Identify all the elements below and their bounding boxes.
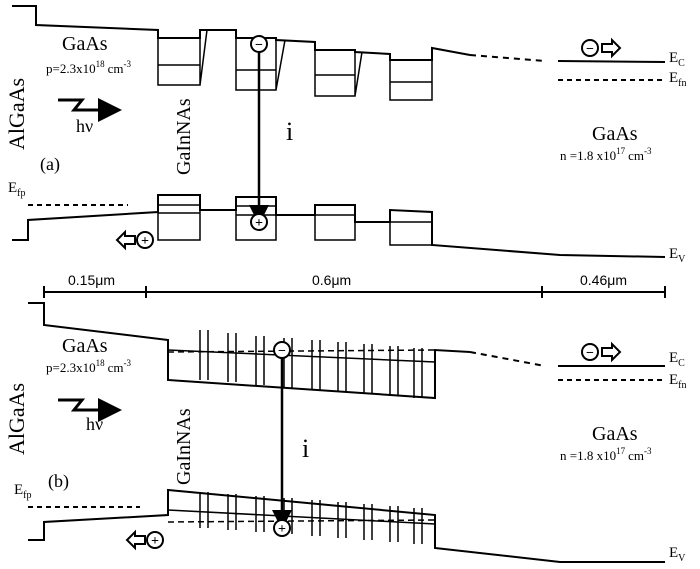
panel-b-hv-label: hν — [86, 414, 103, 434]
panel-b-electron-right — [581, 343, 599, 361]
panel-a-cb-levels — [158, 64, 432, 83]
panel-a-conduction-band — [12, 5, 471, 61]
panel-a-efp-label: Efp — [8, 180, 26, 199]
panel-b-cb-comb — [167, 330, 436, 398]
panel-b-ec-label: EC — [669, 350, 685, 369]
panel-b-hole-well — [273, 519, 291, 537]
panel-a-ec-label: EC — [669, 50, 685, 69]
panel-b-ev-label: EV — [669, 545, 686, 564]
panel-a-ev-label: EV — [669, 246, 686, 265]
panel-b-conduction-band — [28, 302, 471, 400]
panel-b-vb-comb — [167, 492, 436, 544]
panel-a-efn-label: Efn — [669, 70, 687, 89]
panel-a-hole-well — [250, 213, 268, 231]
panel-b-efp-label: Efp — [14, 482, 32, 501]
panel-b-cb-dashed — [469, 351, 546, 367]
panel-a-photon-arrow — [58, 98, 122, 122]
panel-a-electron-well — [250, 35, 268, 53]
panel-b-valence-band — [28, 488, 665, 563]
panel-a-electron-arrow — [601, 37, 622, 59]
panel-b-algaas-label: AlGaAs — [4, 383, 29, 455]
panel-b-tag: (b) — [48, 471, 69, 492]
panel-a-cb-wells — [157, 29, 433, 101]
panel-b-electron-well — [273, 341, 291, 359]
panel-b-hole-left-sign: + — [151, 534, 159, 549]
panel-a-carriers — [115, 35, 622, 251]
panel-b-i-label: i — [302, 434, 309, 463]
panel-a-electron-sign: − — [255, 38, 263, 53]
panel-a-hole-sign: + — [255, 216, 263, 231]
panel-a-electron-right-sign: − — [586, 42, 594, 57]
panel-b-carriers — [125, 341, 622, 551]
panel-b-vb-dashed-level — [167, 519, 436, 523]
panel-a-gaas-p-label: GaAs — [62, 33, 108, 55]
panel-b-photon-arrow — [58, 398, 122, 422]
panel-b-electron-right-sign: − — [586, 346, 594, 361]
panel-a-hole-arrow — [115, 229, 136, 251]
carrier-signs: − + − + − + − + — [141, 38, 594, 549]
panel-b-efn-label: Efn — [669, 372, 687, 391]
panel-b-hole-arrow — [125, 529, 146, 551]
panel-a-hv-label: hν — [76, 116, 93, 136]
panel-a-cb-right — [557, 60, 666, 63]
panel-a-tag: (a) — [40, 154, 60, 175]
dimension-label-1: 0.15μm — [68, 272, 115, 288]
dimension-bar — [43, 286, 666, 298]
dimension-label-2: 0.6μm — [312, 272, 351, 288]
panel-a-electron-right — [581, 39, 599, 57]
panel-a-hole-left-sign: + — [141, 234, 149, 249]
panel-a-vb-wells — [157, 195, 432, 246]
panel-a-cb-dashed — [469, 54, 546, 62]
panel-b — [28, 302, 665, 563]
panel-b-gaas-n-label: GaAs — [592, 423, 638, 445]
panel-a-algaas-label: AlGaAs — [4, 78, 29, 150]
panel-b-hole-sign: + — [278, 522, 286, 537]
panel-a-i-label: i — [286, 117, 293, 146]
panel-a-galnnas-label: GaInNAs — [173, 98, 195, 175]
panel-a-hole-left — [136, 231, 154, 249]
panel-b-cb-dashed-level — [167, 349, 436, 353]
panel-b-gaas-p-label: GaAs — [62, 335, 108, 357]
panel-a-gaas-n-label: GaAs — [592, 123, 638, 145]
dimension-label-3: 0.46μm — [580, 272, 627, 288]
panel-b-electron-arrow — [601, 341, 622, 363]
panel-b-electron-sign: − — [278, 344, 286, 359]
panel-b-galnnas-label: GaInNAs — [173, 408, 195, 485]
panel-b-hole-left — [146, 531, 164, 549]
dimension-labels: 0.15μm 0.6μm 0.46μm — [68, 272, 627, 288]
